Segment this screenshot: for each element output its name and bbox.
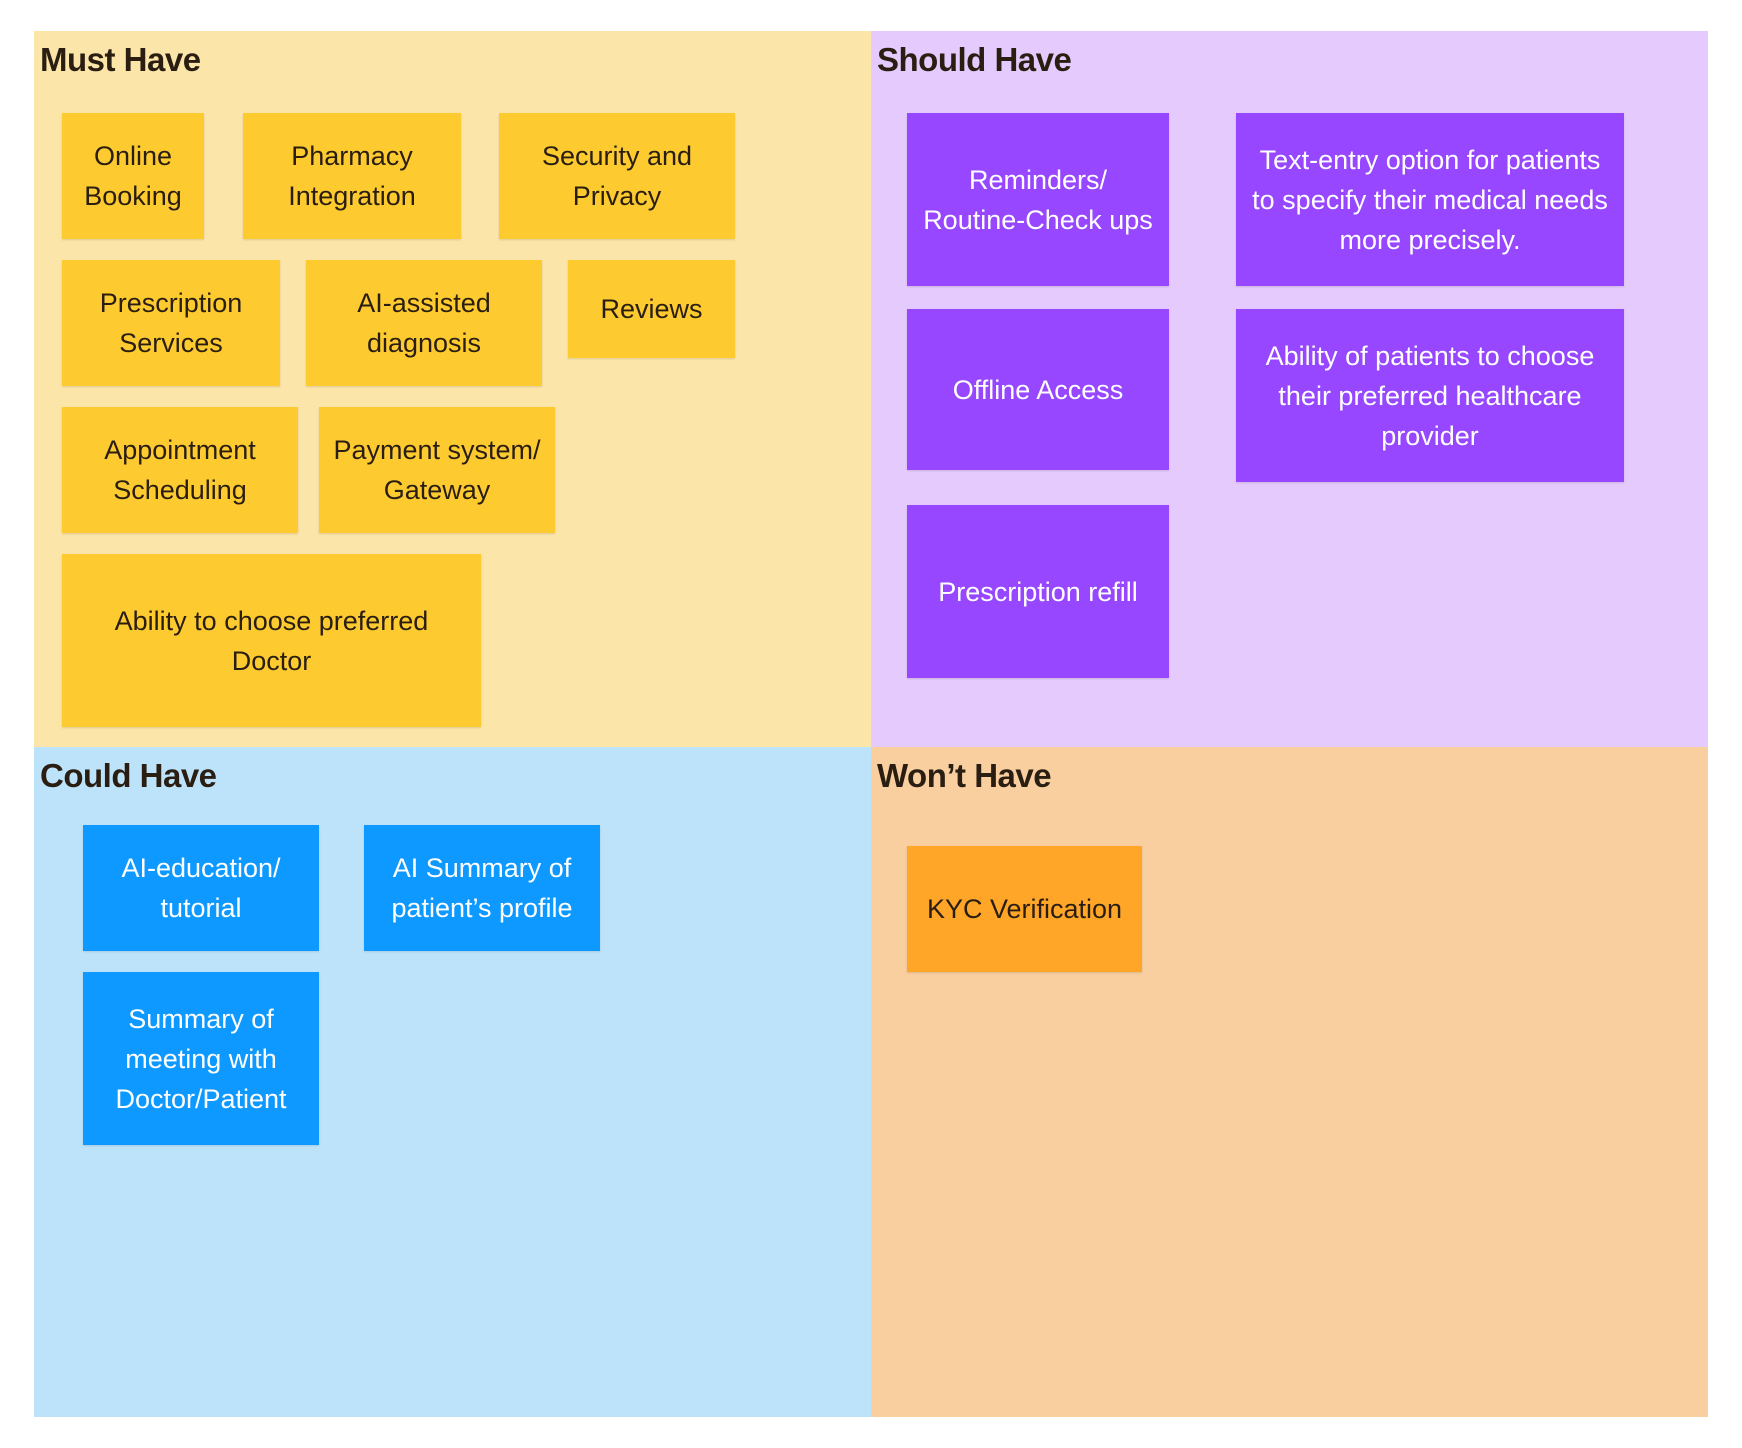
sticky-note-prescription-services[interactable]: Prescription Services bbox=[62, 260, 280, 386]
sticky-note-reminders[interactable]: Reminders/ Routine-Check ups bbox=[907, 113, 1169, 286]
sticky-note-text: AI-assisted diagnosis bbox=[357, 288, 491, 358]
sticky-note-text: Online Booking bbox=[84, 141, 182, 211]
sticky-note-text: Appointment Scheduling bbox=[104, 435, 256, 505]
sticky-note-appointment-scheduling[interactable]: Appointment Scheduling bbox=[62, 407, 298, 533]
quadrant-should-have: Should Have Reminders/ Routine-Check ups… bbox=[871, 31, 1708, 747]
sticky-note-security-privacy[interactable]: Security and Privacy bbox=[499, 113, 735, 239]
sticky-note-text: AI-education/ tutorial bbox=[121, 853, 281, 923]
sticky-note-text: Ability to choose preferred Doctor bbox=[114, 605, 429, 676]
sticky-note-ai-summary[interactable]: AI Summary of patient’s profile bbox=[364, 825, 600, 951]
sticky-note-meeting-summary[interactable]: Summary of meeting with Doctor/Patient bbox=[83, 972, 319, 1145]
sticky-note-text: Summary of meeting with Doctor/Patient bbox=[115, 1003, 287, 1114]
sticky-note-choose-provider[interactable]: Ability of patients to choose their pref… bbox=[1236, 309, 1624, 482]
quadrant-wont-have: Won’t Have KYC Verification bbox=[871, 747, 1708, 1417]
sticky-note-text-entry[interactable]: Text-entry option for patients to specif… bbox=[1236, 113, 1624, 286]
sticky-note-text: KYC Verification bbox=[926, 894, 1123, 924]
sticky-note-text: Ability of patients to choose their pref… bbox=[1265, 340, 1595, 451]
sticky-note-kyc-verification[interactable]: KYC Verification bbox=[907, 846, 1142, 972]
quadrant-must-have: Must Have Online Booking Pharmacy Integr… bbox=[34, 31, 871, 747]
sticky-note-text: Prescription refill bbox=[938, 576, 1138, 607]
sticky-note-ai-education[interactable]: AI-education/ tutorial bbox=[83, 825, 319, 951]
sticky-note-text: AI Summary of patient’s profile bbox=[391, 853, 573, 923]
sticky-note-text: Reminders/ Routine-Check ups bbox=[923, 164, 1153, 235]
sticky-note-choose-doctor[interactable]: Ability to choose preferred Doctor bbox=[62, 554, 481, 727]
sticky-note-text: Text-entry option for patients to specif… bbox=[1252, 144, 1608, 255]
sticky-note-text: Offline Access bbox=[952, 374, 1124, 405]
sticky-note-text: Security and Privacy bbox=[541, 141, 693, 211]
sticky-note-online-booking[interactable]: Online Booking bbox=[62, 113, 204, 239]
sticky-note-text: Reviews bbox=[600, 294, 703, 324]
sticky-note-reviews[interactable]: Reviews bbox=[568, 260, 735, 358]
quadrant-title-should-have: Should Have bbox=[877, 41, 1072, 78]
sticky-note-ai-diagnosis[interactable]: AI-assisted diagnosis bbox=[306, 260, 542, 386]
quadrant-title-must-have: Must Have bbox=[40, 41, 201, 78]
sticky-note-prescription-refill[interactable]: Prescription refill bbox=[907, 505, 1169, 678]
sticky-note-pharmacy-integration[interactable]: Pharmacy Integration bbox=[243, 113, 461, 239]
sticky-note-text: Pharmacy Integration bbox=[288, 141, 416, 211]
sticky-note-offline-access[interactable]: Offline Access bbox=[907, 309, 1169, 470]
sticky-note-text: Prescription Services bbox=[99, 288, 243, 358]
quadrant-could-have: Could Have AI-education/ tutorial AI Sum… bbox=[34, 747, 871, 1417]
sticky-note-payment-gateway[interactable]: Payment system/ Gateway bbox=[319, 407, 555, 533]
sticky-note-text: Payment system/ Gateway bbox=[333, 435, 541, 505]
quadrant-title-wont-have: Won’t Have bbox=[877, 757, 1052, 794]
quadrant-title-could-have: Could Have bbox=[40, 757, 217, 794]
